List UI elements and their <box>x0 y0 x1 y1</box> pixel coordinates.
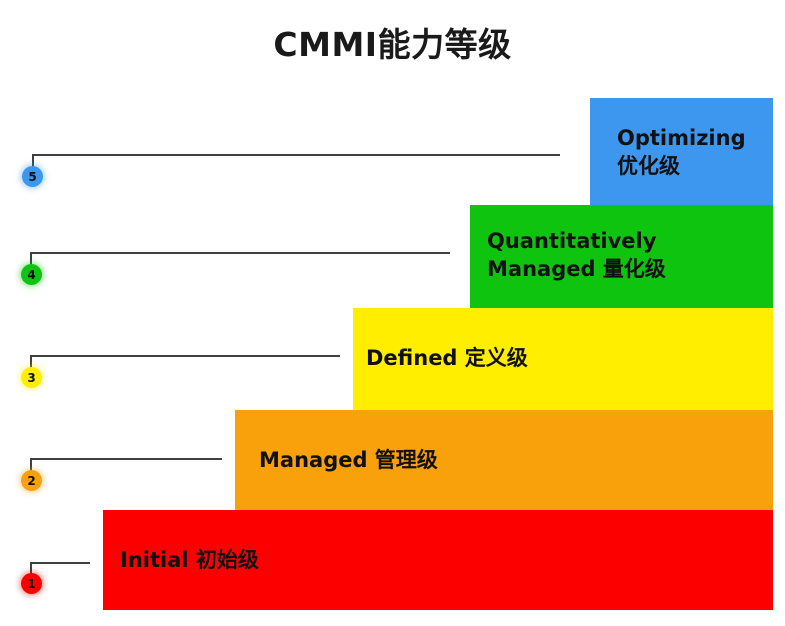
level-block-1 <box>103 510 773 610</box>
leader-stub-4 <box>30 252 32 268</box>
level-marker-5: 5 <box>22 166 43 187</box>
leader-stub-5 <box>32 154 34 170</box>
leader-line-4 <box>30 252 450 254</box>
level-block-3 <box>353 308 773 410</box>
level-label-4: Quantitatively Managed 量化级 <box>487 229 666 281</box>
level-label-5: Optimizing 优化级 <box>617 126 746 178</box>
level-label-2: Managed 管理级 <box>259 448 438 472</box>
leader-line-3 <box>30 355 340 357</box>
leader-line-2 <box>30 458 222 460</box>
level-marker-2: 2 <box>21 470 42 491</box>
leader-stub-2 <box>30 458 32 474</box>
leader-stub-1 <box>30 562 32 578</box>
leader-stub-3 <box>30 355 32 371</box>
level-label-3: Defined 定义级 <box>366 346 528 370</box>
leader-line-5 <box>32 154 560 156</box>
leader-line-1 <box>30 562 90 564</box>
page-title: CMMI能力等级 <box>273 25 512 64</box>
level-marker-3: 3 <box>21 367 42 388</box>
level-block-5 <box>590 98 773 205</box>
level-label-1: Initial 初始级 <box>120 548 259 572</box>
level-marker-4: 4 <box>21 264 42 285</box>
level-block-4 <box>470 205 773 308</box>
level-marker-1: 1 <box>21 573 42 594</box>
level-block-2 <box>235 410 773 510</box>
